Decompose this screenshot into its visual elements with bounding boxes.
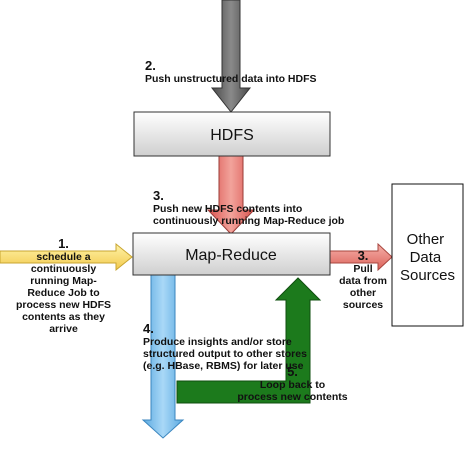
step-1-number: 1. [58,236,69,251]
output-arrow [141,274,185,439]
step-5-number: 5. [287,364,298,379]
loop-back-arrow [176,277,322,404]
step-4-number: 4. [143,321,154,336]
step-5-text: Loop back to process new contents [237,379,348,403]
step-2-number: 2. [145,58,156,73]
other-data-sources-label: Other Data Sources [400,231,455,284]
step-3-push-label: 3. Push new HDFS contents into continuou… [153,178,383,227]
step-3-pull-number: 3. [357,248,369,263]
schedule-arrow [0,242,133,272]
hdfs-to-mapreduce-arrow [206,155,256,235]
step-3-push-number: 3. [153,188,164,203]
step-3-pull-text: Pull data from other sources [339,263,387,311]
step-2-text: Push unstructured data into HDFS [145,73,317,85]
step-1-label: 1. schedule a continuously running Map- … [6,226,121,335]
step-1-text: schedule a continuously running Map- Red… [15,251,112,335]
map-reduce-label: Map-Reduce [185,247,277,264]
hdfs-box: HDFS [133,111,331,157]
step-3-push-text: Push new HDFS contents into continuously… [153,203,345,227]
pull-arrow [329,242,393,272]
push-arrow [210,0,252,113]
step-4-label: 4. Produce insights and/or store structu… [143,311,378,372]
hdfs-label: HDFS [210,127,254,144]
step-2-label: 2. Push unstructured data into HDFS [145,48,355,85]
step-5-label: 5. Loop back to process new contents [230,354,355,403]
map-reduce-box: Map-Reduce [132,232,331,276]
step-4-text: Produce insights and/or store structured… [143,336,307,372]
step-3-pull-label: 3. Pull data from other sources [334,238,392,311]
other-data-sources-box: Other Data Sources [391,183,464,327]
